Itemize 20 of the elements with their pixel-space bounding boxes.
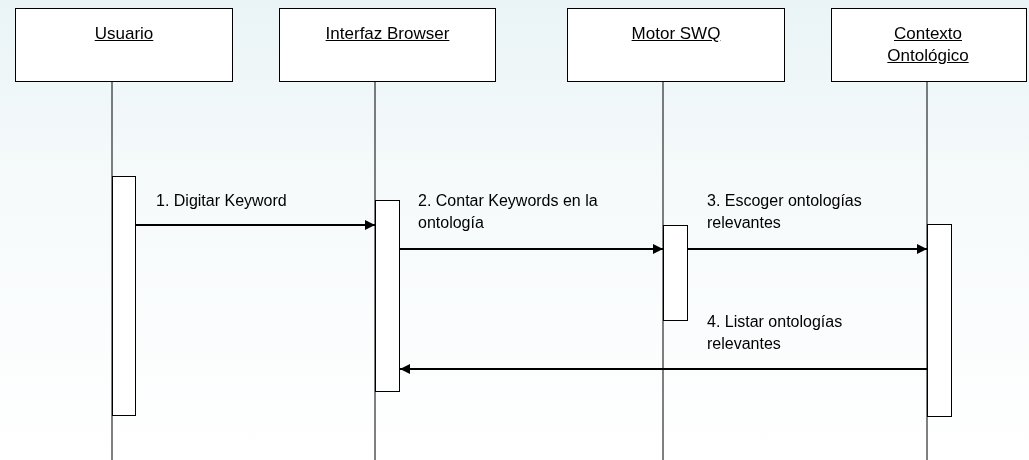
message-arrow: [399, 364, 928, 374]
participant-name: Usuario: [94, 23, 154, 45]
message-label: 2. Contar Keywords en la ontología: [418, 191, 599, 233]
participant-box: [279, 8, 496, 82]
activation-bar: [375, 200, 400, 392]
activation-bar: [927, 224, 952, 417]
activation-bar: [112, 176, 136, 416]
participant-name: Contexto Ontológico: [886, 23, 970, 67]
message-arrow: [135, 220, 376, 230]
participant-name: Interfaz Browser: [325, 23, 450, 45]
message-label: 1. Digitar Keyword: [156, 191, 288, 211]
activation-bar: [663, 225, 688, 321]
participant-box: [567, 8, 785, 82]
participant-box: [831, 8, 1027, 82]
message-label: 4. Listar ontologías relevantes: [707, 312, 844, 354]
participant-name: Motor SWQ: [631, 23, 721, 45]
message-arrow: [687, 244, 928, 254]
message-arrow: [399, 244, 664, 254]
participant-box: [15, 8, 233, 82]
message-label: 3. Escoger ontologías relevantes: [707, 191, 863, 233]
